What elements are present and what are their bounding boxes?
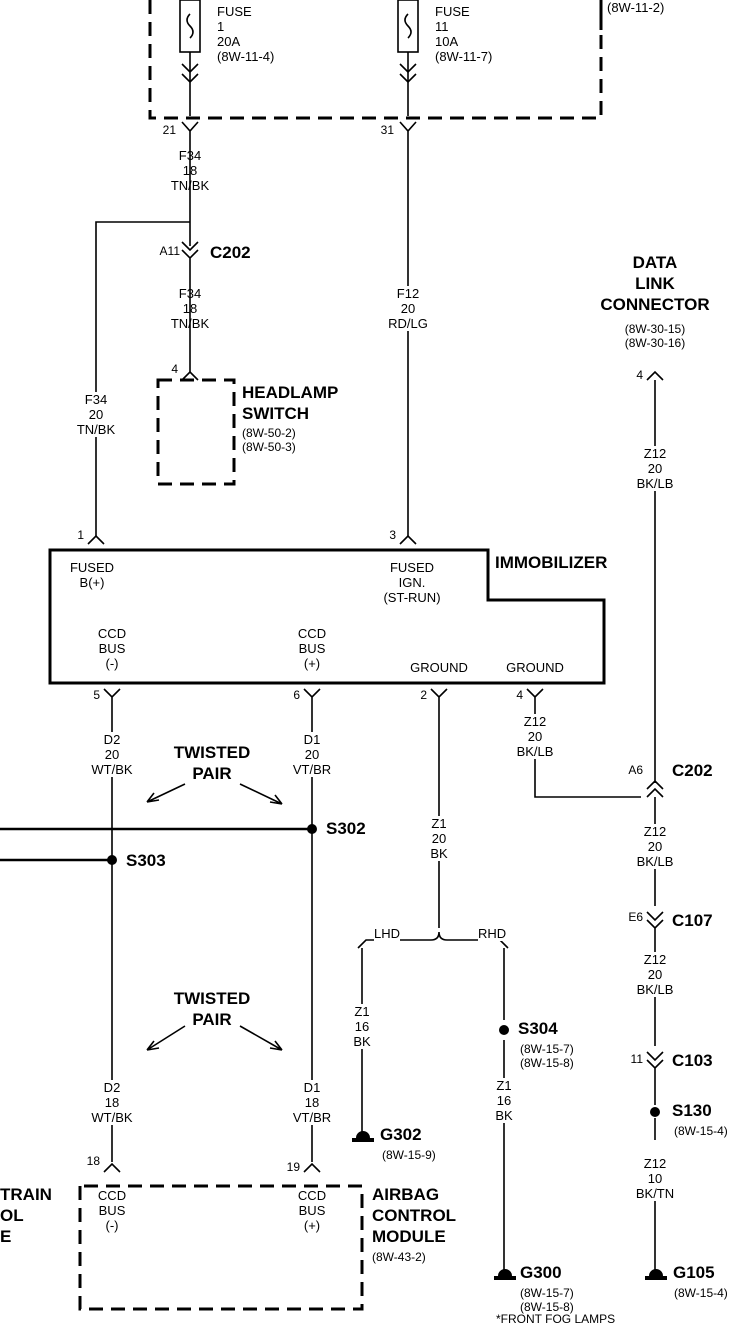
immobilizer-box xyxy=(48,548,606,685)
ground-g300 xyxy=(494,1269,516,1280)
connector-c103: C103 xyxy=(672,1051,713,1070)
immobilizer-ground-2: GROUND xyxy=(506,660,564,675)
ground-g300-refs: (8W-15-7)(8W-15-8) xyxy=(520,1286,574,1314)
dlc-refs: (8W-30-15)(8W-30-16) xyxy=(624,322,686,350)
headlamp-switch-refs: (8W-50-2)(8W-50-3) xyxy=(242,426,296,454)
splice-s302 xyxy=(307,824,317,834)
splice-s304-refs: (8W-15-7)(8W-15-8) xyxy=(520,1042,574,1070)
pin-e6: E6 xyxy=(628,910,643,924)
splice-s303-label: S303 xyxy=(126,851,166,870)
ground-g302-ref: (8W-15-9) xyxy=(382,1148,436,1162)
splice-s130-ref: (8W-15-4) xyxy=(674,1124,728,1138)
connector-c202-top: C202 xyxy=(210,243,251,262)
pin-5: 5 xyxy=(93,688,100,702)
splice-s304 xyxy=(499,1025,509,1035)
rhd-label: RHD xyxy=(478,926,507,941)
pin-3: 3 xyxy=(389,528,396,542)
airbag-box xyxy=(78,1184,364,1311)
ground-g105-ref: (8W-15-4) xyxy=(674,1286,728,1300)
splice-s304-label: S304 xyxy=(518,1019,558,1038)
ground-g302 xyxy=(352,1131,374,1142)
pin-11: 11 xyxy=(630,1052,643,1066)
headlamp-switch-box xyxy=(156,378,236,486)
pin-2: 2 xyxy=(420,688,427,702)
pin-1: 1 xyxy=(77,528,84,542)
pin-a11: A11 xyxy=(159,244,180,258)
pin-a6: A6 xyxy=(628,763,643,777)
pin-4-ground: 4 xyxy=(516,688,523,702)
pin-18: 18 xyxy=(86,1154,100,1168)
pin-31: 31 xyxy=(380,123,394,137)
airbag-ref: (8W-43-2) xyxy=(372,1250,426,1264)
ground-g105-label: G105 xyxy=(673,1263,715,1282)
ground-g302-label: G302 xyxy=(380,1125,422,1144)
ground-g300-label: G300 xyxy=(520,1263,562,1282)
immobilizer-ground-1: GROUND xyxy=(410,660,468,675)
pin-4-headlamp: 4 xyxy=(171,362,178,376)
footnote: *FRONT FOG LAMPS xyxy=(496,1312,616,1326)
splice-s303 xyxy=(107,855,117,865)
splice-s302-label: S302 xyxy=(326,819,366,838)
fuse-block-box xyxy=(148,0,603,120)
ground-g105 xyxy=(645,1269,667,1280)
splice-s130 xyxy=(650,1107,660,1117)
pin-19: 19 xyxy=(286,1160,300,1174)
top-ref: (8W-11-2) xyxy=(607,0,665,15)
connector-c202-right: C202 xyxy=(672,761,713,780)
pin-6: 6 xyxy=(293,688,300,702)
connector-c107: C107 xyxy=(672,911,713,930)
lhd-label: LHD xyxy=(374,926,401,941)
immobilizer-title: IMMOBILIZER xyxy=(495,553,608,572)
pin-21: 21 xyxy=(162,123,176,137)
splice-s130-label: S130 xyxy=(672,1101,712,1120)
pin-4-dlc: 4 xyxy=(636,368,643,382)
